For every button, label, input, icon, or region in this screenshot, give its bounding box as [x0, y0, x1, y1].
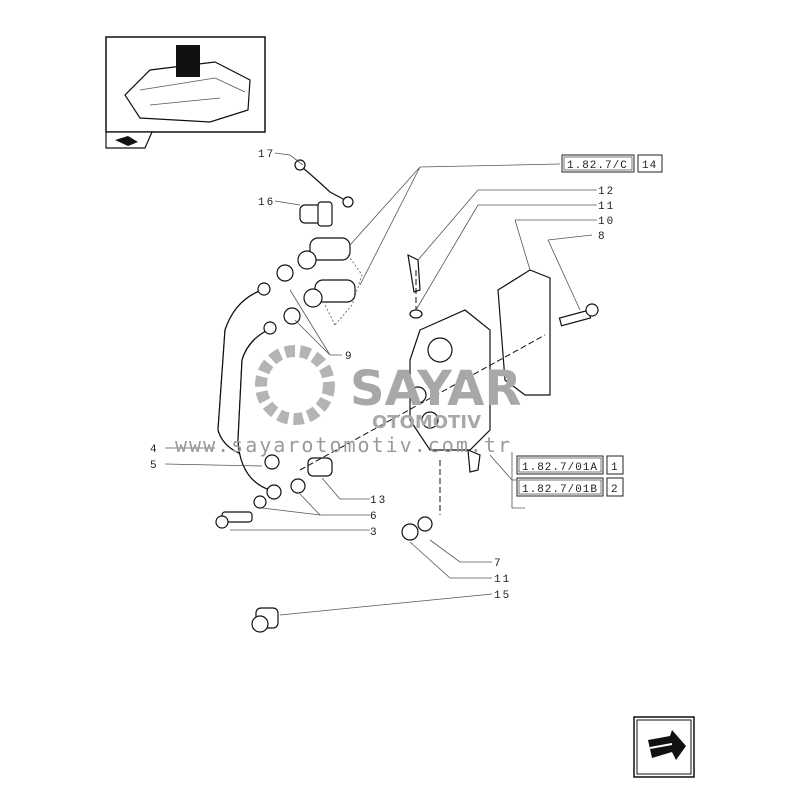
callout-15[interactable]: 15 — [494, 590, 511, 602]
ref-item: 2 — [611, 484, 619, 496]
callout-16[interactable]: 16 — [258, 197, 275, 209]
watermark-sub: OTOMOTIV — [372, 412, 481, 433]
ref-box-1[interactable]: 1.82.7/C 14 — [561, 154, 663, 173]
ref-code: 1.82.7/01A — [522, 462, 598, 474]
watermark: SAYAR OTOMOTIV www.sayarotomotiv.com.tr — [175, 345, 521, 457]
overview-thumbnail[interactable] — [105, 36, 266, 133]
callout-4[interactable]: 4 — [150, 444, 159, 456]
callout-6[interactable]: 6 — [370, 511, 379, 523]
callout-7[interactable]: 7 — [494, 558, 503, 570]
previous-page-icon[interactable] — [105, 131, 153, 149]
callout-11[interactable]: 11 — [598, 201, 615, 213]
next-page-icon[interactable] — [633, 716, 695, 778]
watermark-url: www.sayarotomotiv.com.tr — [175, 433, 512, 457]
callout-10[interactable]: 10 — [598, 216, 615, 228]
callout-13[interactable]: 13 — [370, 495, 387, 507]
ref-item: 14 — [642, 160, 657, 172]
callouts: 17 16 12 11 10 8 9 4 5 13 6 3 7 11 15 — [150, 149, 615, 602]
ref-box-2[interactable]: 1.82.7/01A 1 — [516, 455, 624, 475]
callout-12[interactable]: 12 — [598, 186, 615, 198]
ref-item: 1 — [611, 462, 619, 474]
parts-drawing — [215, 159, 599, 633]
callout-8[interactable]: 8 — [598, 231, 607, 243]
callout-17[interactable]: 17 — [258, 149, 275, 161]
callout-9[interactable]: 9 — [345, 351, 354, 363]
ref-code: 1.82.7/C — [567, 160, 628, 172]
callout-11b[interactable]: 11 — [494, 574, 511, 586]
watermark-brand: SAYAR — [350, 361, 521, 417]
ref-code: 1.82.7/01B — [522, 484, 598, 496]
callout-5[interactable]: 5 — [150, 460, 159, 472]
ref-box-3[interactable]: 1.82.7/01B 2 — [516, 477, 624, 497]
leader-lines — [164, 152, 597, 616]
callout-3[interactable]: 3 — [370, 527, 379, 539]
